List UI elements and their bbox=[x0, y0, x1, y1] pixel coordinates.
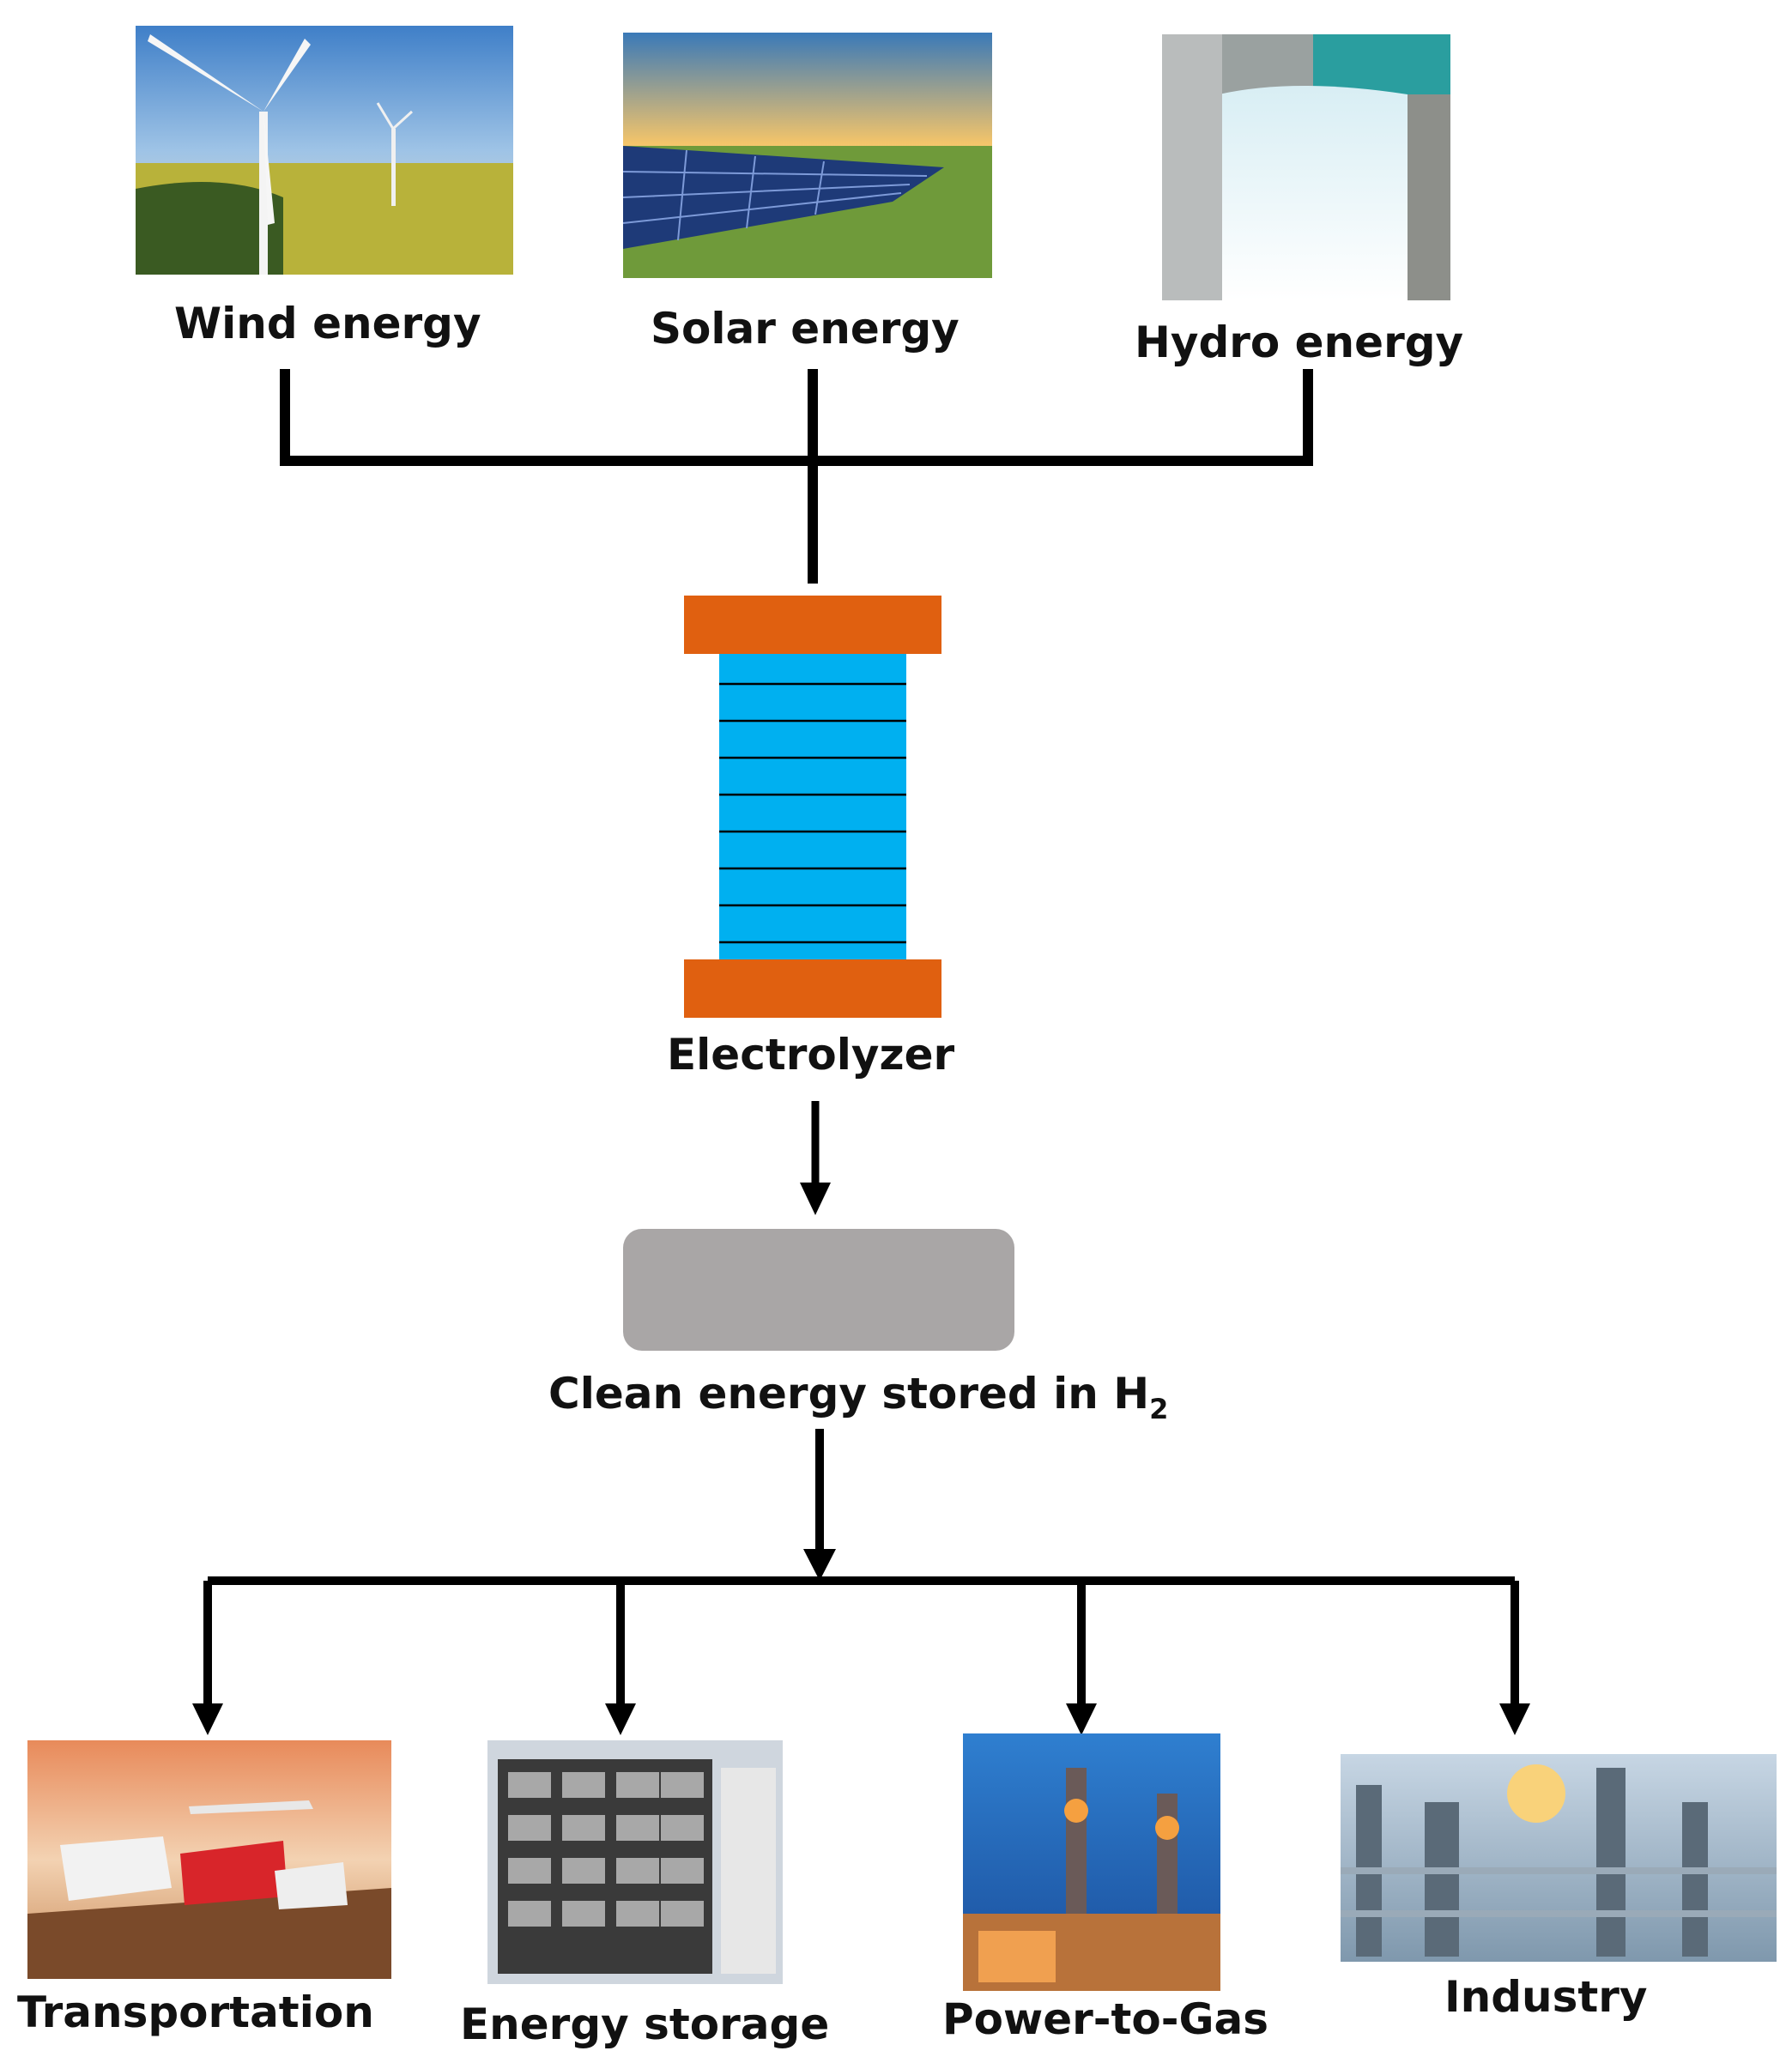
energy-storage-label: Energy storage bbox=[460, 1999, 830, 2049]
source-connectors bbox=[280, 369, 1313, 584]
transport-vehicles-photo bbox=[27, 1740, 391, 1979]
wind-turbines-photo bbox=[136, 26, 513, 275]
arrow-to-storage bbox=[800, 1101, 831, 1215]
storage-label-subscript: 2 bbox=[1149, 1393, 1169, 1425]
electrolyzer-label: Electrolyzer bbox=[667, 1030, 955, 1080]
industry-label: Industry bbox=[1444, 1972, 1648, 2022]
electrolyzer-top-plate bbox=[684, 596, 941, 654]
battery-racks-photo bbox=[487, 1740, 783, 1984]
industrial-plant-photo bbox=[1341, 1754, 1777, 1962]
wind-energy-label: Wind energy bbox=[174, 299, 481, 348]
electrolyzer-bottom-plate bbox=[684, 959, 941, 1018]
distribution-connectors bbox=[192, 1429, 1530, 1735]
power-to-gas-label: Power-to-Gas bbox=[942, 1994, 1269, 2044]
solar-panels-photo bbox=[622, 33, 992, 278]
hydro-dam-photo bbox=[1162, 34, 1450, 300]
transportation-label: Transportation bbox=[17, 1987, 374, 2037]
storage-label-main: Clean energy stored in H bbox=[548, 1369, 1150, 1419]
solar-energy-label: Solar energy bbox=[651, 304, 960, 354]
storage-label: Clean energy stored in H2 bbox=[548, 1372, 1168, 1423]
hydrogen-storage-tank bbox=[623, 1229, 1014, 1351]
electrolyzer-stack bbox=[684, 596, 941, 1018]
electrolyzer-cells bbox=[719, 654, 906, 959]
hydro-energy-label: Hydro energy bbox=[1135, 318, 1464, 367]
power-plant-stacks-photo bbox=[963, 1733, 1220, 1991]
